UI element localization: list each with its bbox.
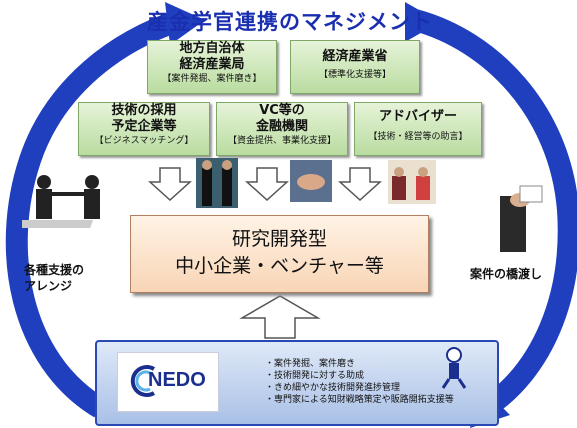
box-sub: 【資金提供、事業化支援】 xyxy=(227,136,336,146)
box-label-1: VC等の xyxy=(259,103,305,118)
box-sub: 【ビジネスマッチング】 xyxy=(94,136,194,146)
nedo-item: ・技術開発に対する助成 xyxy=(265,371,365,381)
mascot-icon xyxy=(441,347,467,389)
nedo-logo-text: NEDO xyxy=(148,369,206,391)
handshake-closeup-photo xyxy=(290,160,332,202)
box-label-2: 経済産業局 xyxy=(179,57,245,72)
box-sub: 【標準化支援等】 xyxy=(318,70,391,80)
page-title: 産金学官連携のマネジメント xyxy=(147,10,433,34)
box-label-1: 地方自治体 xyxy=(179,41,245,56)
box-financial: VC等の 金融機関 【資金提供、事業化支援】 xyxy=(216,102,348,156)
handshake-photo xyxy=(196,158,238,208)
center-box: 研究開発型 中小企業・ベンチャー等 xyxy=(130,215,429,293)
box-sub: 【技術・経営等の助言】 xyxy=(368,132,468,142)
left-label: 各種支援の アレンジ xyxy=(24,262,84,294)
nedo-item: ・専門家による知財戦略策定や販路開拓支援等 xyxy=(265,395,454,405)
box-label-1: アドバイザー xyxy=(378,109,457,124)
center-line2: 中小企業・ベンチャー等 xyxy=(175,255,384,277)
box-label-1: 経済産業省 xyxy=(322,49,388,64)
right-label: 案件の橋渡し xyxy=(470,267,543,281)
left-label-line1: 各種支援の xyxy=(24,263,85,277)
box-meti: 経済産業省 【標準化支援等】 xyxy=(290,40,420,94)
left-label-line2: アレンジ xyxy=(24,279,73,293)
nedo-logo-mark-icon xyxy=(130,365,156,397)
box-adopting-company: 技術の採用 予定企業等 【ビジネスマッチング】 xyxy=(78,102,210,156)
box-local-government: 地方自治体 経済産業局 【案件発掘、案件磨き】 xyxy=(147,40,277,94)
center-line1: 研究開発型 xyxy=(231,228,327,250)
nedo-item: ・案件発掘、案件磨き xyxy=(265,359,356,369)
nedo-list: ・案件発掘、案件磨き ・技術開発に対する助成 ・きめ細やかな技術開発進捗管理 ・… xyxy=(265,358,454,406)
nedo-item: ・きめ細やかな技術開発進捗管理 xyxy=(265,383,401,393)
business-people-icon xyxy=(22,175,100,228)
box-label-1: 技術の採用 xyxy=(111,103,177,118)
box-sub: 【案件発掘、案件磨き】 xyxy=(162,74,262,84)
meeting-photo xyxy=(388,160,436,204)
hand-card-icon xyxy=(500,185,543,252)
box-label-2: 金融機関 xyxy=(255,119,308,134)
nedo-panel: NEDO ・案件発掘、案件磨き ・技術開発に対する助成 ・きめ細やかな技術開発進… xyxy=(95,340,499,426)
box-label-2: 予定企業等 xyxy=(111,119,177,134)
nedo-logo: NEDO xyxy=(117,352,219,412)
box-advisor: アドバイザー 【技術・経営等の助言】 xyxy=(354,102,482,156)
